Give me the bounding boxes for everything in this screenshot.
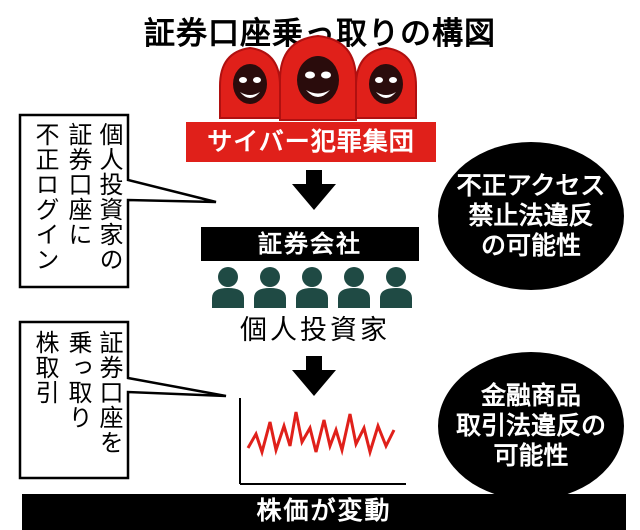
callout-login-col-1: 個人投資家の bbox=[95, 122, 123, 272]
investor-group-icon bbox=[212, 267, 412, 308]
callout-login-box bbox=[18, 113, 217, 289]
stock-price-change-label: 株価が変動 bbox=[22, 494, 626, 530]
investor-figure-icon bbox=[212, 267, 244, 308]
hacker-group-icon bbox=[219, 34, 417, 121]
investor-figure-icon bbox=[296, 267, 328, 308]
arrow-down-icon bbox=[292, 356, 336, 396]
investor-figure-icon bbox=[380, 267, 412, 308]
hacker-figure-icon bbox=[279, 34, 357, 121]
individual-investors-label: 個人投資家 bbox=[240, 315, 390, 346]
financial-instruments-law-badge: 金融商品 取引法違反の 可能性 bbox=[438, 352, 624, 500]
unauthorized-access-law-badge: 不正アクセス 禁止法違反 の可能性 bbox=[438, 142, 624, 290]
callout-takeover-box bbox=[18, 320, 227, 480]
investor-figure-icon bbox=[338, 267, 370, 308]
callout-takeover-col-2: 乗っ取り bbox=[64, 330, 92, 430]
badge-line: 不正アクセス bbox=[456, 171, 606, 200]
hacker-figure-icon bbox=[355, 46, 417, 119]
badge-line: 取引法違反の bbox=[455, 411, 606, 440]
securities-company-label: 証券会社 bbox=[201, 227, 419, 261]
callout-login-col-3: 不正ログイン bbox=[31, 122, 59, 272]
stock-price-chart-icon bbox=[239, 398, 406, 485]
callout-login-col-2: 証券口座に bbox=[64, 122, 92, 247]
badge-line: の可能性 bbox=[480, 231, 581, 260]
callout-takeover-col-1: 証券口座を bbox=[95, 330, 123, 455]
arrow-down-icon bbox=[292, 170, 336, 210]
investor-figure-icon bbox=[254, 267, 286, 308]
hacker-figure-icon bbox=[219, 46, 281, 119]
callout-takeover-col-3: 株取引 bbox=[31, 330, 59, 405]
badge-line: 可能性 bbox=[493, 441, 569, 470]
cyber-criminal-group-label: サイバー犯罪集団 bbox=[186, 122, 436, 162]
badge-line: 金融商品 bbox=[480, 381, 581, 410]
badge-line: 禁止法違反 bbox=[468, 201, 594, 230]
